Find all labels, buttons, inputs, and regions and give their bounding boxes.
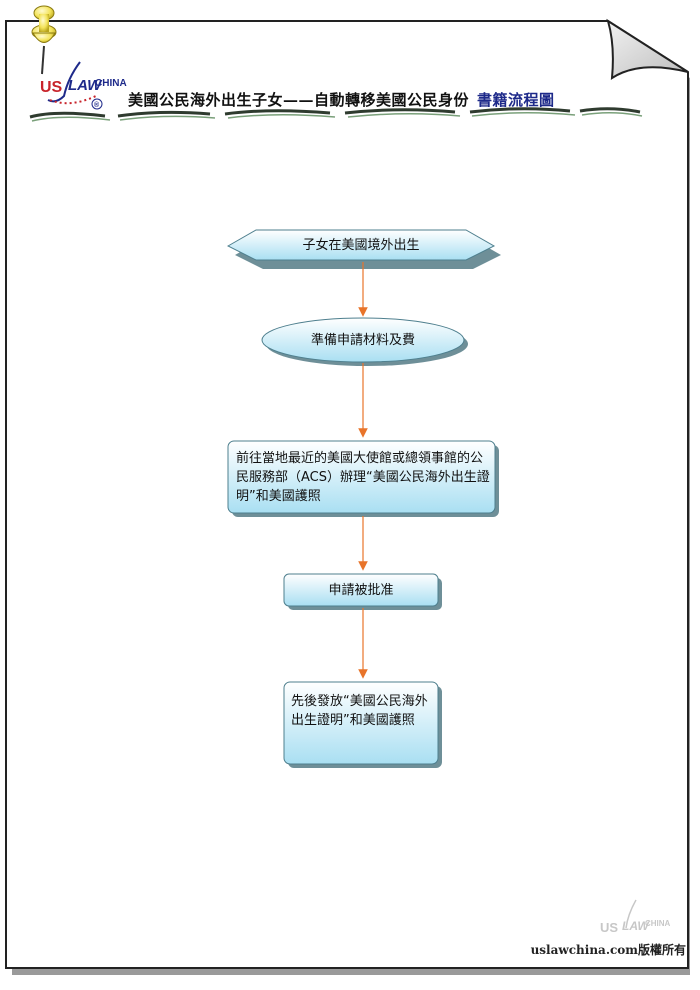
svg-text:US: US (600, 920, 618, 935)
step5-shape (283, 681, 439, 765)
step4-shape (283, 573, 439, 607)
svg-text:LAW: LAW (622, 919, 650, 933)
svg-text:US: US (40, 79, 63, 96)
page-title-text: 美國公民海外出生子女——自動轉移美國公民身份 (128, 91, 470, 109)
step1-shape (226, 229, 496, 261)
svg-text:CHINA: CHINA (95, 78, 127, 89)
svg-text:LAW: LAW (68, 77, 103, 94)
step1-text: 子女在美國境外出生 (302, 237, 420, 253)
page-title-accent: 書籍流程圖 (477, 91, 555, 109)
header-underline-shade (31, 111, 643, 122)
folded-corner (606, 18, 689, 80)
step5-text: 先後發放“美國公民海外出生證明”和美國護照 (291, 694, 428, 728)
step2-shape (261, 317, 465, 363)
page-title: 美國公民海外出生子女——自動轉移美國公民身份書籍流程圖 (128, 89, 555, 110)
watermark-logo: US LAW CHINA (600, 899, 671, 935)
push-pin-icon (31, 5, 57, 75)
step2-text: 準備申請材料及費 (310, 332, 415, 348)
step3-shape (227, 440, 496, 514)
step3-text: 前往當地最近的美國大使館或總領事館的公民服務部（ACS）辦理“美國公民海外出生證… (236, 451, 490, 504)
uslawchina-logo: US LAW CHINA ® (40, 61, 127, 110)
header-underline (29, 107, 641, 119)
svg-text:®: ® (94, 101, 100, 109)
copyright-text: uslawchina.com版權所有 (530, 943, 686, 957)
svg-text:CHINA: CHINA (645, 919, 671, 928)
step4-text: 申請被批准 (328, 582, 394, 598)
